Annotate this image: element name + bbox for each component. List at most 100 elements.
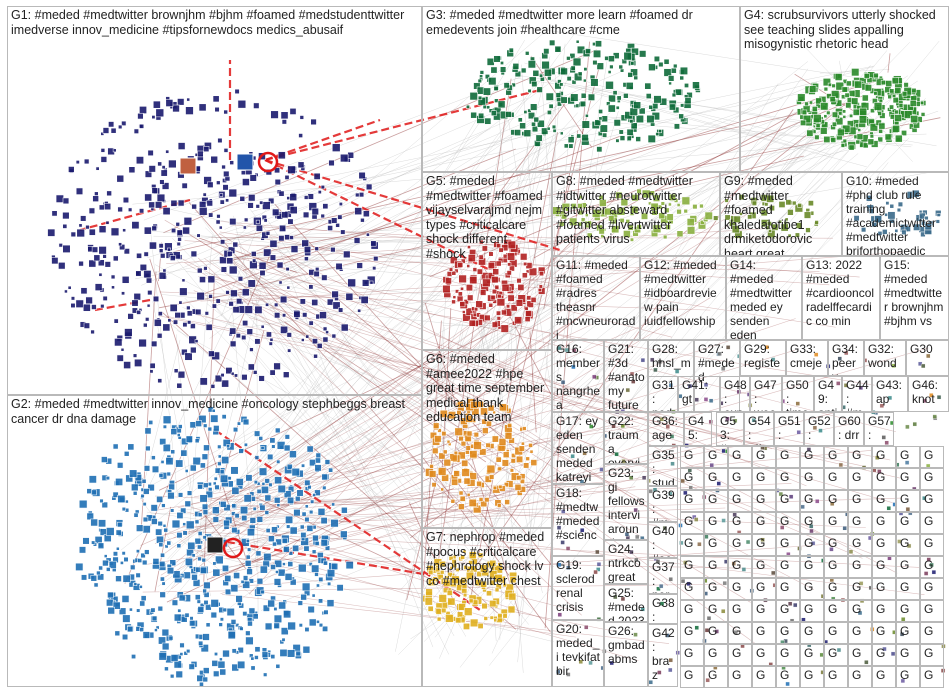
graph-edge — [424, 141, 551, 236]
graph-node — [296, 489, 304, 497]
group-label: G8: #meded #medtwitter #idtwitter #neuro… — [556, 174, 697, 246]
graph-node — [254, 338, 261, 345]
graph-node — [121, 275, 130, 284]
graph-node — [288, 551, 294, 556]
small-group-cell: G — [800, 578, 824, 600]
graph-node — [237, 276, 244, 282]
graph-node — [245, 539, 250, 543]
group-cell-g26: G26: gmbad abms — [604, 622, 648, 687]
graph-edge — [521, 64, 540, 307]
graph-edge — [238, 120, 598, 300]
graph-node — [304, 256, 309, 262]
graph-node — [277, 151, 286, 160]
small-group-label: G — [756, 448, 766, 462]
small-group-label: G — [732, 646, 742, 660]
small-group-label: G — [852, 668, 862, 682]
graph-edge — [224, 556, 400, 567]
graph-node — [313, 172, 321, 180]
graph-edge — [235, 543, 833, 587]
small-group-label: G — [708, 580, 718, 594]
small-group-label: G — [780, 492, 790, 506]
group-cell-g54: G54: effe — [744, 412, 774, 446]
graph-node — [142, 516, 149, 523]
group-label: G46: knot — [912, 378, 942, 406]
small-group-cell: G — [752, 468, 776, 490]
graph-node — [252, 258, 257, 263]
graph-node — [316, 343, 323, 349]
graph-edge — [516, 74, 937, 147]
graph-edge — [198, 203, 273, 274]
graph-node — [112, 255, 119, 262]
graph-node — [249, 347, 254, 352]
graph-node — [340, 229, 346, 235]
graph-node — [160, 552, 165, 558]
small-group-label: G — [876, 470, 886, 484]
graph-node — [177, 492, 184, 498]
graph-node — [122, 196, 130, 204]
graph-edge — [134, 131, 885, 280]
graph-node — [170, 199, 178, 207]
graph-node — [239, 506, 249, 515]
group-cell-g40: G40: #eco — [648, 522, 678, 558]
group-label: G22: trauma overvi jtraum — [608, 414, 641, 464]
graph-node — [143, 322, 148, 328]
graph-node — [241, 374, 248, 381]
small-group-label: G — [684, 602, 694, 616]
graph-edge — [192, 347, 929, 561]
group-label: G16: members nangrhea medical #meded — [556, 342, 601, 412]
graph-node — [208, 294, 213, 299]
graph-edge — [212, 474, 462, 558]
graph-node — [932, 414, 937, 419]
graph-node — [912, 421, 917, 427]
group-cell-g18: G18: #medtw #meded #scienc — [552, 484, 604, 556]
graph-node — [159, 591, 166, 598]
graph-node — [143, 251, 149, 257]
small-group-label: G — [780, 602, 790, 616]
graph-node — [103, 202, 112, 211]
graph-node — [199, 494, 208, 503]
group-cell-g25: G25: #meded 2023 — [604, 584, 648, 622]
graph-node — [166, 540, 172, 546]
graph-node — [219, 199, 225, 205]
graph-node — [206, 199, 213, 207]
graph-node — [307, 605, 315, 614]
small-group-cell: G — [752, 446, 776, 468]
graph-node — [223, 170, 230, 178]
group-label: G6: #meded #amee2022 #hpe great time sep… — [426, 352, 548, 424]
graph-edge — [198, 238, 486, 536]
graph-node — [159, 560, 166, 568]
small-group-cell: G — [728, 578, 752, 600]
small-group-label: G — [804, 602, 814, 616]
graph-node — [75, 299, 84, 308]
graph-edge — [214, 276, 743, 443]
graph-node — [280, 325, 289, 334]
graph-node — [287, 348, 292, 353]
graph-node — [121, 120, 127, 126]
small-group-label: G — [780, 624, 790, 638]
graph-node — [154, 201, 163, 209]
graph-node — [273, 622, 280, 629]
small-group-label: G — [732, 558, 742, 572]
graph-node — [181, 278, 186, 283]
group-cell-g10: G10: #meded #phd club rule training #aca… — [842, 172, 949, 256]
group-cell-g24: G24: ntrkco great — [604, 540, 648, 584]
small-group-cell: G — [896, 446, 920, 468]
graph-edge — [270, 307, 773, 450]
graph-node — [274, 476, 283, 485]
graph-node — [62, 197, 70, 205]
small-group-cell: G — [896, 578, 920, 600]
graph-edge — [151, 513, 508, 519]
graph-node — [70, 296, 76, 301]
group-label: G24: ntrkco great — [608, 542, 645, 584]
small-group-cell: G — [920, 666, 944, 688]
graph-node — [311, 338, 318, 345]
small-group-cell: G — [680, 468, 704, 490]
graph-node — [131, 221, 140, 230]
small-group-cell: G — [824, 556, 848, 578]
graph-node — [274, 178, 281, 186]
small-group-label: G — [828, 536, 838, 550]
graph-node — [139, 208, 145, 214]
graph-node — [196, 233, 201, 238]
graph-node — [269, 254, 277, 261]
graph-node — [274, 167, 281, 174]
